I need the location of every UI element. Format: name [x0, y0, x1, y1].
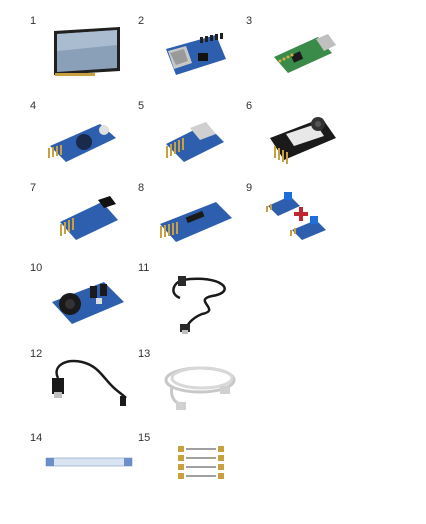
item-number: 6 — [246, 100, 253, 112]
item-number: 7 — [30, 182, 37, 194]
usb-module-image — [268, 29, 364, 101]
item-1: 1 — [30, 15, 135, 100]
item-3: 3 — [246, 15, 351, 100]
camera-module-image — [266, 112, 362, 184]
item-number: 13 — [138, 348, 151, 360]
lcd-display-image — [50, 25, 146, 97]
item-2: 2 — [138, 15, 243, 100]
item-4: 4 — [30, 100, 135, 185]
plus-icon — [294, 207, 308, 221]
sensor-module-image — [46, 116, 142, 188]
item-number: 8 — [138, 182, 145, 194]
item-number: 14 — [30, 432, 43, 444]
otg-cable-image — [46, 356, 142, 428]
ribbon-cable-image — [44, 452, 140, 524]
ethernet-cable-image — [160, 356, 256, 428]
item-number: 11 — [138, 262, 150, 274]
item-number: 4 — [30, 100, 37, 112]
item-13: 13 — [138, 348, 243, 433]
item-12: 12 — [30, 348, 135, 433]
item-number: 15 — [138, 432, 151, 444]
pot-module-pair-image — [264, 186, 360, 258]
item-number: 1 — [30, 15, 37, 27]
item-8: 8 — [138, 182, 243, 267]
item-10: 10 — [30, 262, 135, 347]
speaker-module-image — [48, 272, 144, 344]
usb-cable-image — [162, 274, 258, 346]
item-9: 9 — [246, 182, 351, 267]
item-6: 6 — [246, 100, 351, 185]
item-14: 14 — [30, 432, 135, 517]
item-number: 5 — [138, 100, 145, 112]
item-11: 11 — [138, 262, 243, 347]
item-15: 15 — [138, 432, 243, 517]
item-5: 5 — [138, 100, 243, 185]
item-number: 9 — [246, 182, 253, 194]
item-number: 12 — [30, 348, 43, 360]
item-number: 3 — [246, 15, 253, 27]
item-7: 7 — [30, 182, 135, 267]
sd-card-module-image — [162, 114, 258, 186]
ethernet-module-image — [160, 29, 256, 101]
long-module-image — [156, 194, 252, 266]
header-module-image — [54, 194, 150, 266]
item-number: 2 — [138, 15, 145, 27]
standoff-screws-image — [174, 442, 270, 514]
item-number: 10 — [30, 262, 43, 274]
